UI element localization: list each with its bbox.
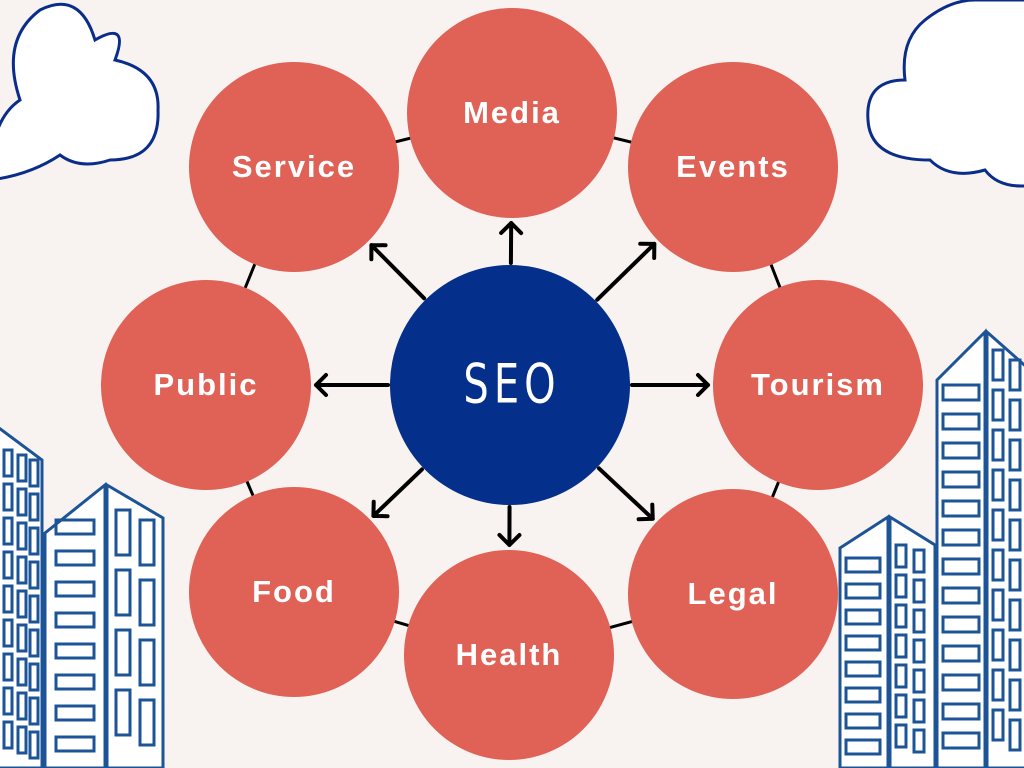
arrow-legal-icon xyxy=(597,466,655,522)
node-circle-service xyxy=(189,62,399,272)
arrow-tourism-icon xyxy=(630,373,710,397)
arrow-public-icon xyxy=(314,373,390,397)
arrow-food-icon xyxy=(371,467,424,519)
node-label-tourism: Tourism xyxy=(751,367,885,402)
arrow-events-icon xyxy=(595,241,657,302)
node-circle-food xyxy=(189,487,399,697)
node-circle-legal xyxy=(628,489,838,699)
node-label-legal: Legal xyxy=(687,576,779,611)
node-label-food: Food xyxy=(252,574,336,609)
node-circle-public xyxy=(101,280,311,490)
node-circle-events xyxy=(628,62,838,272)
node-label-media: Media xyxy=(463,95,561,130)
arrow-service-icon xyxy=(369,243,427,301)
building-windows xyxy=(2,448,156,760)
seo-center-circle xyxy=(390,265,630,505)
node-label-public: Public xyxy=(153,367,259,402)
node-circle-health xyxy=(404,550,614,760)
building-windows xyxy=(844,348,1022,756)
node-circle-tourism xyxy=(713,280,923,490)
node-label-events: Events xyxy=(676,149,790,184)
node-label-health: Health xyxy=(455,637,563,672)
node-circle-media xyxy=(407,8,617,218)
seo-center-label: SEO xyxy=(463,353,561,417)
arrow-health-icon xyxy=(497,504,522,548)
cloud-left-icon xyxy=(0,2,160,180)
node-label-service: Service xyxy=(231,149,357,184)
cloud-right-icon xyxy=(866,0,1024,188)
arrow-media-icon xyxy=(499,220,524,266)
